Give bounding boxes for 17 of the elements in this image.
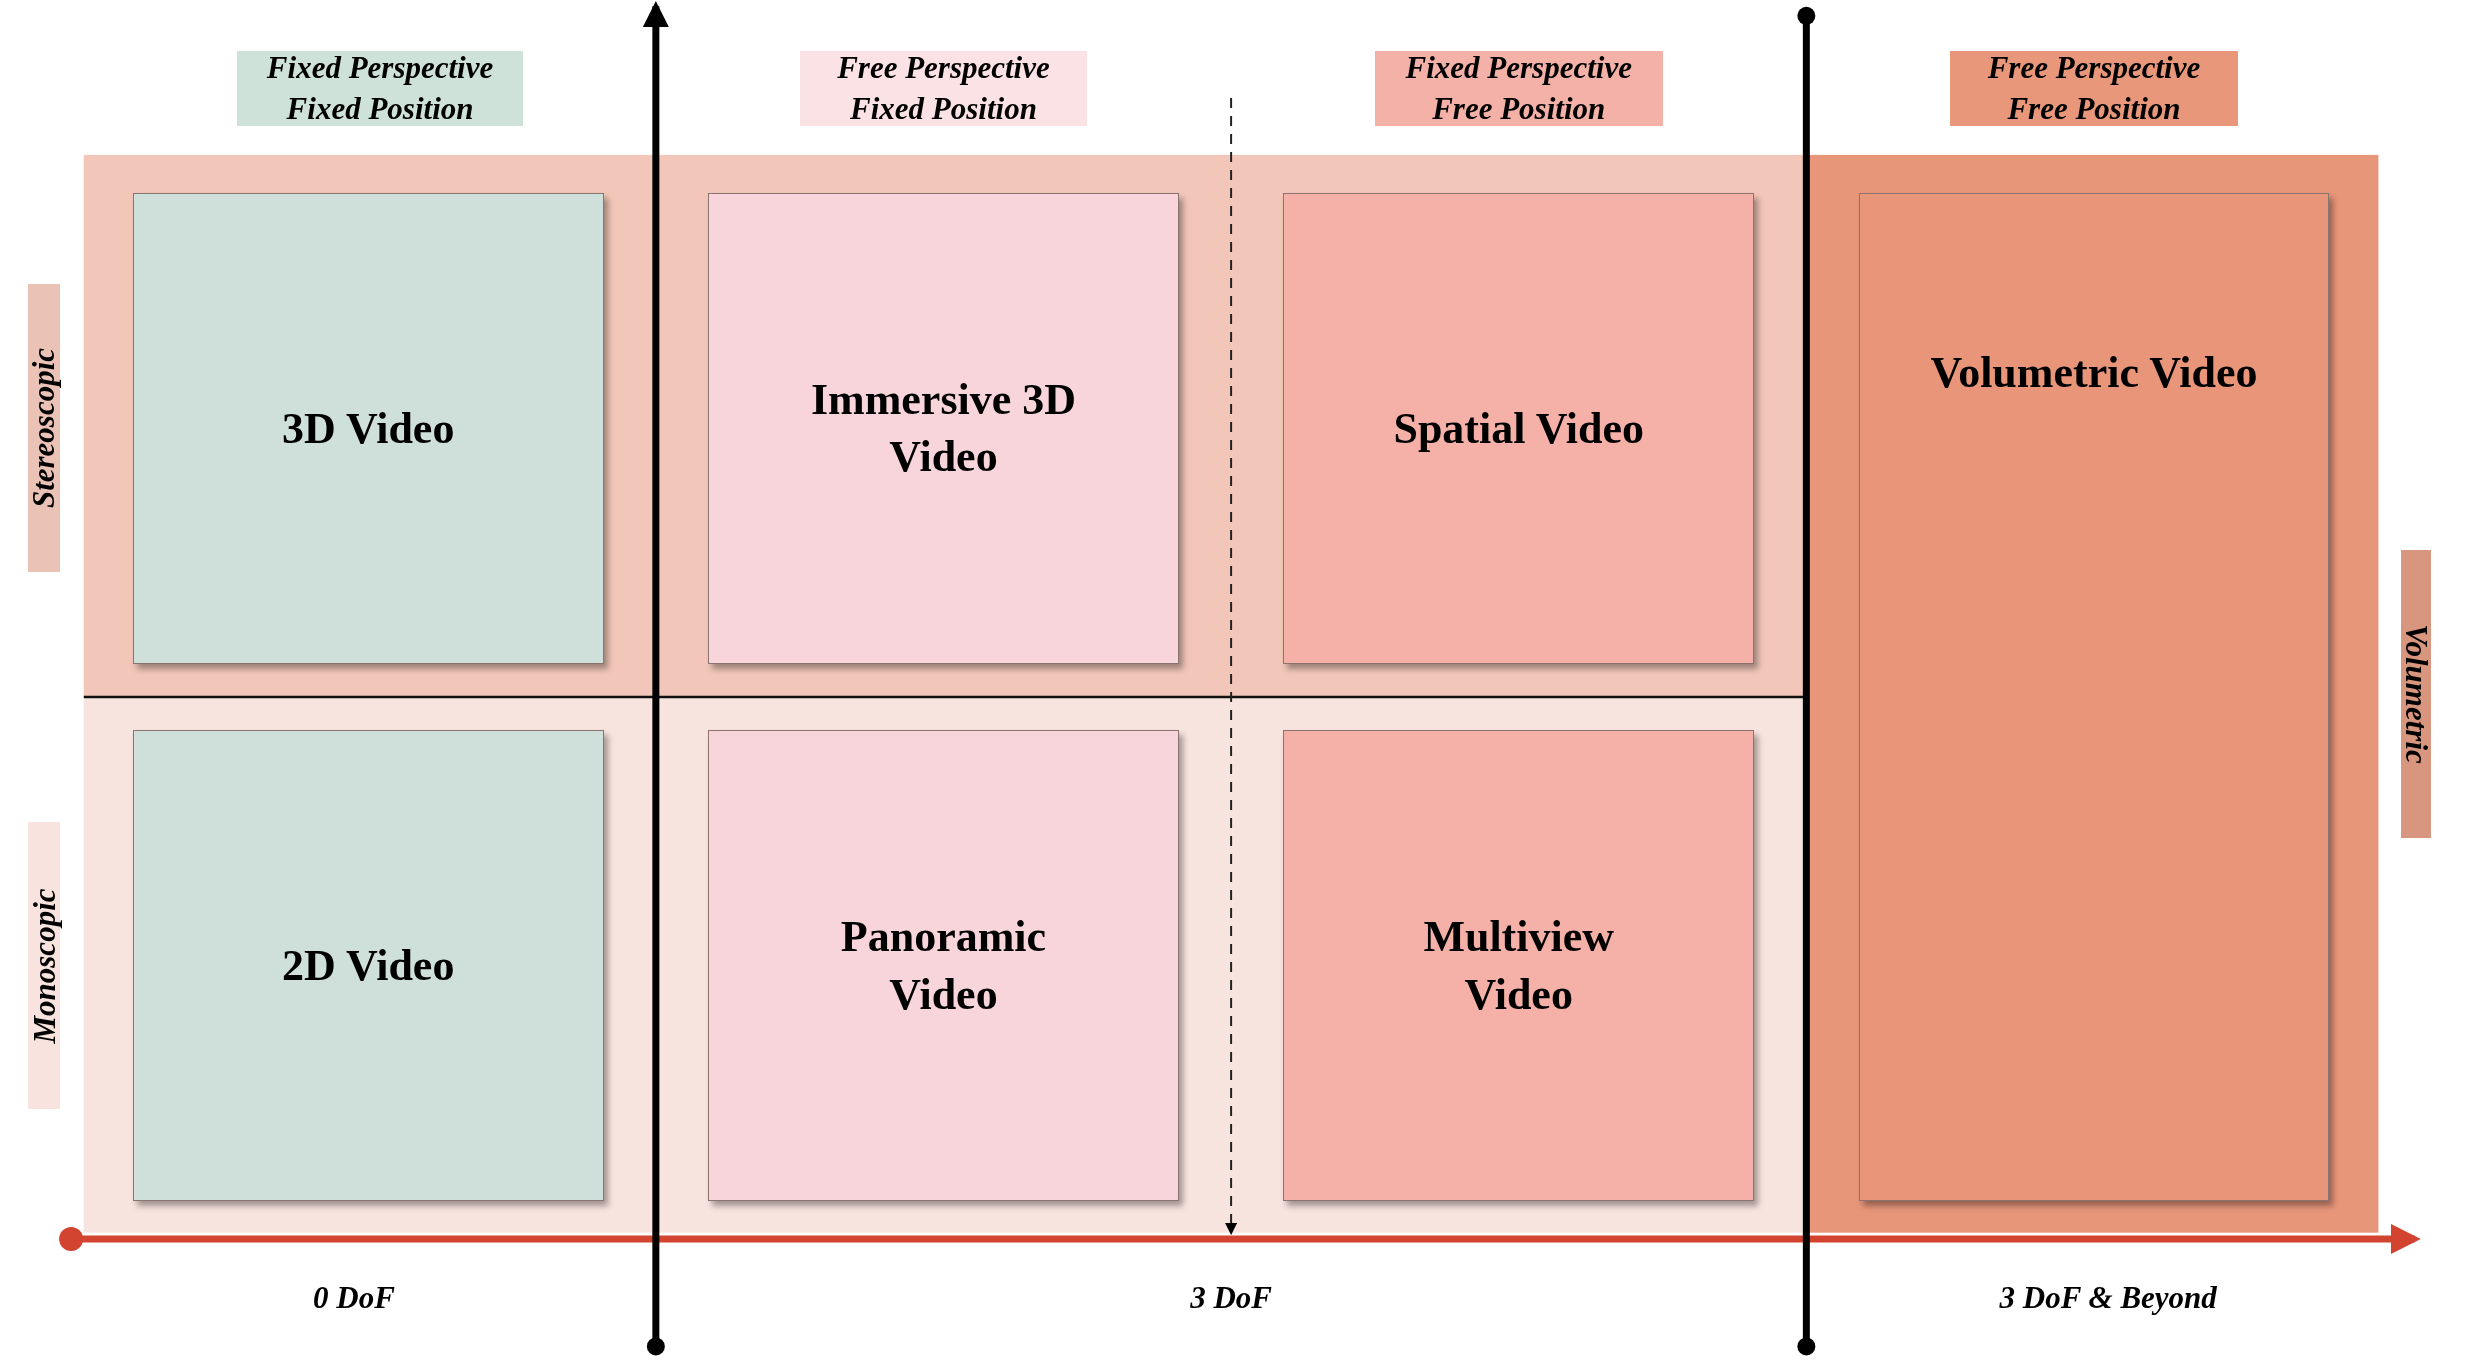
video-type-box: Spatial Video — [1283, 192, 1755, 664]
video-type-box: Multiview Video — [1283, 730, 1755, 1202]
axis-label: 0 DoF — [312, 1280, 396, 1317]
video-type-box: Immersive 3D Video — [708, 192, 1179, 664]
side-tag: Monoscopic — [28, 821, 61, 1110]
video-type-box: Volumetric Video — [1858, 192, 2330, 1202]
video-type-box: 2D Video — [132, 730, 604, 1202]
header-tag: Fixed Perspective Free Position — [1374, 50, 1663, 127]
header-tag: Free Perspective Free Position — [1950, 50, 2238, 127]
header-tag: Fixed Perspective Fixed Position — [237, 50, 524, 127]
axis-label: 3 DoF & Beyond — [1998, 1280, 2218, 1317]
side-tag: Volumetric — [2400, 549, 2431, 838]
video-type-box: 3D Video — [132, 192, 604, 664]
video-type-box: Panoramic Video — [708, 730, 1179, 1202]
header-tag: Free Perspective Fixed Position — [799, 50, 1088, 127]
side-tag: Stereoscopic — [28, 284, 61, 573]
axis-label: 3 DoF — [1189, 1280, 1273, 1317]
